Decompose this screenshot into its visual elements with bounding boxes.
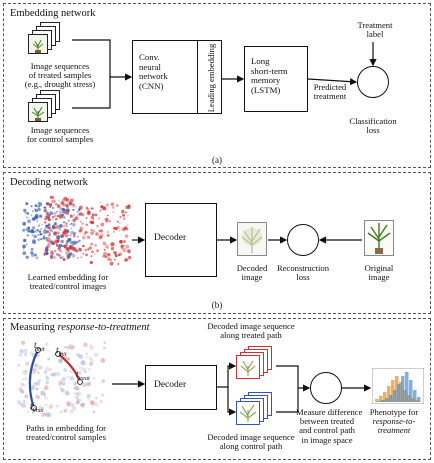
classification-loss-label: Classification loss — [349, 116, 397, 136]
leading-embedding-label: Leading embedding — [206, 43, 216, 113]
panel-b-caption: (b) — [211, 300, 223, 310]
lstm-box: Long short-term memory (LSTM) — [244, 46, 308, 112]
decoded-image-thumb — [237, 222, 267, 256]
decoder-box-c: Decoder — [145, 365, 217, 410]
original-image-thumb — [364, 220, 394, 256]
control-sequence-label: Decoded image sequence along control pat… — [207, 432, 295, 452]
learned-embedding-label: Learned embedding for treated/control im… — [27, 272, 109, 292]
panel-b-title: Decoding network — [10, 177, 88, 188]
phenotype-histogram — [372, 368, 424, 404]
embedding-paths-plot — [17, 340, 107, 418]
reconstruction-loss-node — [287, 224, 319, 256]
treated-sequence-stack — [234, 346, 274, 382]
phenotype-label: Phenotype for response-to- treatment — [369, 407, 419, 436]
treated-image-stack — [28, 22, 62, 54]
original-image-label: Original image — [364, 263, 394, 283]
predicted-treatment-label: Predicted treatment — [313, 82, 347, 102]
t-init-label-2: tinit — [56, 345, 67, 358]
control-image-stack — [28, 90, 62, 122]
panel-a-title: Embedding network — [10, 8, 96, 19]
t-final-label: tfinal — [30, 401, 44, 414]
measure-difference-label: Measure difference between treated and c… — [296, 407, 363, 445]
decoder-box-b: Decoder — [145, 203, 217, 277]
treatment-label-text: Treatment label — [357, 20, 393, 40]
plant-icon — [31, 106, 45, 121]
response-panel — [3, 318, 431, 460]
treated-samples-label: Image sequences of treated samples (e.g.… — [24, 61, 96, 90]
embedding-scatter — [22, 195, 132, 266]
reconstruction-loss-label: Reconstruction loss — [276, 263, 330, 283]
t-init-label-1: tinit — [34, 340, 45, 353]
treated-sequence-label: Decoded image sequence along treated pat… — [207, 321, 295, 341]
classification-loss-node — [357, 66, 389, 98]
decoded-image-label: Decoded image — [236, 263, 268, 283]
embedding-network-panel — [3, 3, 431, 168]
cnn-box: Conv. neural network (CNN) — [132, 40, 222, 114]
measure-difference-node — [310, 372, 342, 404]
control-sequence-stack — [234, 392, 274, 428]
control-samples-label: Image sequences for control samples — [26, 125, 94, 145]
panel-a-caption: (a) — [212, 155, 222, 165]
plant-icon — [32, 39, 44, 53]
paths-label: Paths in embedding for treated/control s… — [26, 423, 106, 443]
t-treat-label: ttreat — [76, 369, 90, 382]
panel-c-title: Measuring response-to-treatment — [10, 322, 150, 333]
decoding-network-panel — [3, 172, 431, 314]
